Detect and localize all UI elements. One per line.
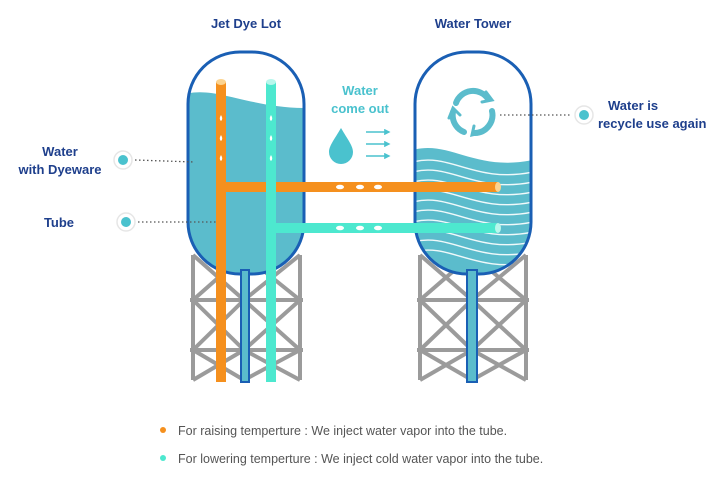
callout-recycle: [500, 105, 594, 125]
pipe-droplets: [219, 115, 273, 161]
callout-water-dyeware: [113, 150, 195, 170]
jet-dye-lot-tank: [186, 50, 306, 276]
label-water-come-out-line2: come out: [331, 101, 389, 116]
water-tower-outlet-pipe: [466, 269, 478, 383]
legend-hot-vapor-dot: [160, 427, 166, 433]
flow-arrows-icon: [366, 128, 391, 160]
legend-cold-vapor: For lowering temperture : We inject cold…: [160, 452, 543, 466]
label-recycle-line1: Water is: [608, 98, 659, 113]
label-recycle: Water is recycle use again: [598, 97, 720, 133]
label-tube: Tube: [43, 215, 75, 230]
legend-cold-vapor-text: For lowering temperture : We inject cold…: [178, 452, 544, 466]
legend-hot-vapor-text: For raising temperture : We inject water…: [178, 424, 508, 438]
title-jet-dye-lot: Jet Dye Lot: [210, 16, 282, 31]
callout-tube: [116, 212, 216, 232]
water-tower-tank: [413, 50, 533, 276]
water-drop-icon: [329, 128, 353, 164]
title-water-tower: Water Tower: [434, 16, 512, 31]
jet-dye-lot-drain-pipe: [240, 269, 250, 383]
label-water-with-dyeware-line1: Water: [42, 144, 78, 159]
label-water-with-dyeware-line2: with Dyeware: [18, 162, 102, 177]
label-water-come-out: Water come out: [320, 82, 400, 118]
recycle-arrows-icon: [447, 87, 496, 138]
legend-cold-vapor-dot: [160, 455, 166, 461]
label-water-with-dyeware: Water with Dyeware: [10, 143, 110, 179]
label-recycle-line2: recycle use again: [598, 116, 707, 131]
horizontal-pipe-droplets: [336, 184, 382, 231]
legend-hot-vapor: For raising temperture : We inject water…: [160, 424, 507, 438]
label-water-come-out-line1: Water: [342, 83, 378, 98]
